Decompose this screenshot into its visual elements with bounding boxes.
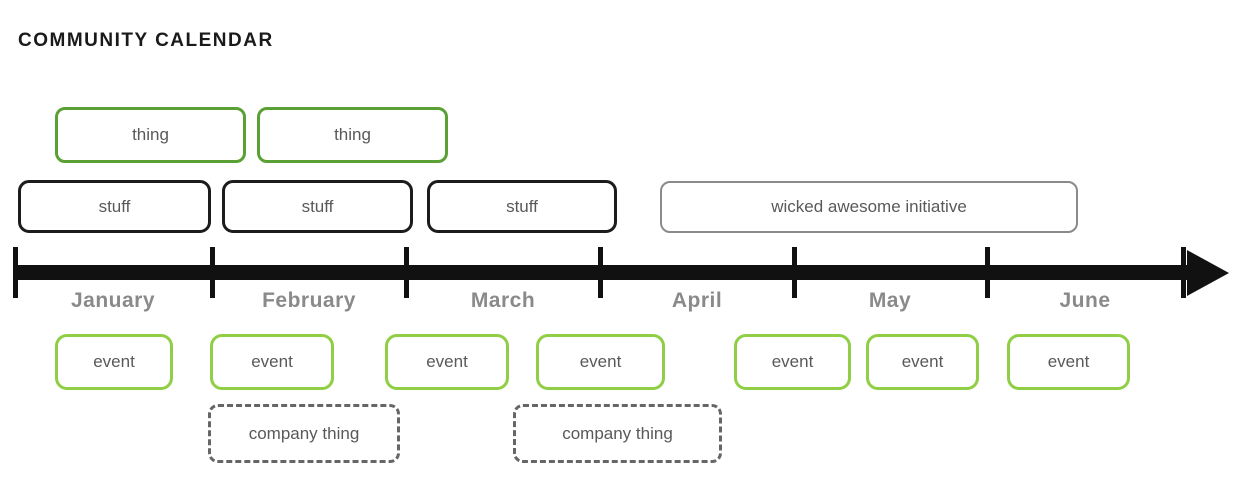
timeline-axis: [15, 265, 1193, 280]
stuff-box: stuff: [427, 180, 617, 233]
event-box: event: [210, 334, 334, 390]
stuff-box: stuff: [18, 180, 211, 233]
company-thing-box: company thing: [513, 404, 722, 463]
stuff-box: stuff: [222, 180, 413, 233]
timeline-tick: [598, 247, 603, 298]
month-label-june: June: [1059, 289, 1111, 312]
event-box: event: [734, 334, 851, 390]
event-box: event: [866, 334, 979, 390]
initiative-box: wicked awesome initiative: [660, 181, 1078, 233]
month-label-january: January: [70, 289, 156, 312]
timeline-tick: [1181, 247, 1186, 298]
timeline-tick: [210, 247, 215, 298]
month-label-may: May: [868, 289, 912, 312]
thing-box: thing: [55, 107, 246, 163]
timeline-tick: [13, 247, 18, 298]
month-label-march: March: [470, 289, 536, 312]
month-label-february: February: [262, 289, 356, 312]
timeline-tick: [985, 247, 990, 298]
timeline-tick: [404, 247, 409, 298]
event-box: event: [1007, 334, 1130, 390]
event-box: event: [55, 334, 173, 390]
event-box: event: [536, 334, 665, 390]
thing-box: thing: [257, 107, 448, 163]
month-label-april: April: [671, 289, 723, 312]
page-title: COMMUNITY CALENDAR: [18, 30, 274, 51]
company-thing-box: company thing: [208, 404, 400, 463]
timeline-tick: [792, 247, 797, 298]
timeline-arrowhead-icon: [1187, 250, 1229, 296]
event-box: event: [385, 334, 509, 390]
